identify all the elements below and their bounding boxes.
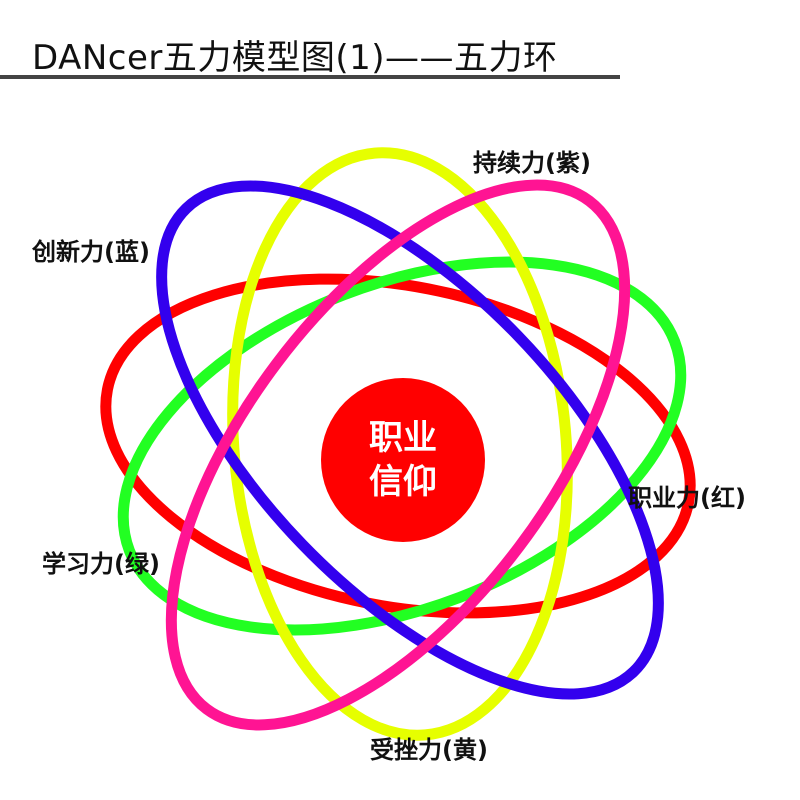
label-persistence: 持续力(紫) [473,149,591,177]
ring-magenta-persistence [165,179,631,731]
core-professional-belief: 职业 信仰 [321,378,485,542]
label-career: 职业力(红) [628,484,746,512]
core-line-1: 职业 [369,418,437,458]
label-innovation: 创新力(蓝) [32,238,150,266]
label-resilience: 受挫力(黄) [370,736,488,764]
core-line-2: 信仰 [369,462,437,502]
ring-blue-innovation [156,180,664,700]
page-title: DANcer五力模型图(1)——五力环 [32,38,558,78]
label-learning: 学习力(绿) [42,550,160,578]
title-underline [0,75,620,79]
